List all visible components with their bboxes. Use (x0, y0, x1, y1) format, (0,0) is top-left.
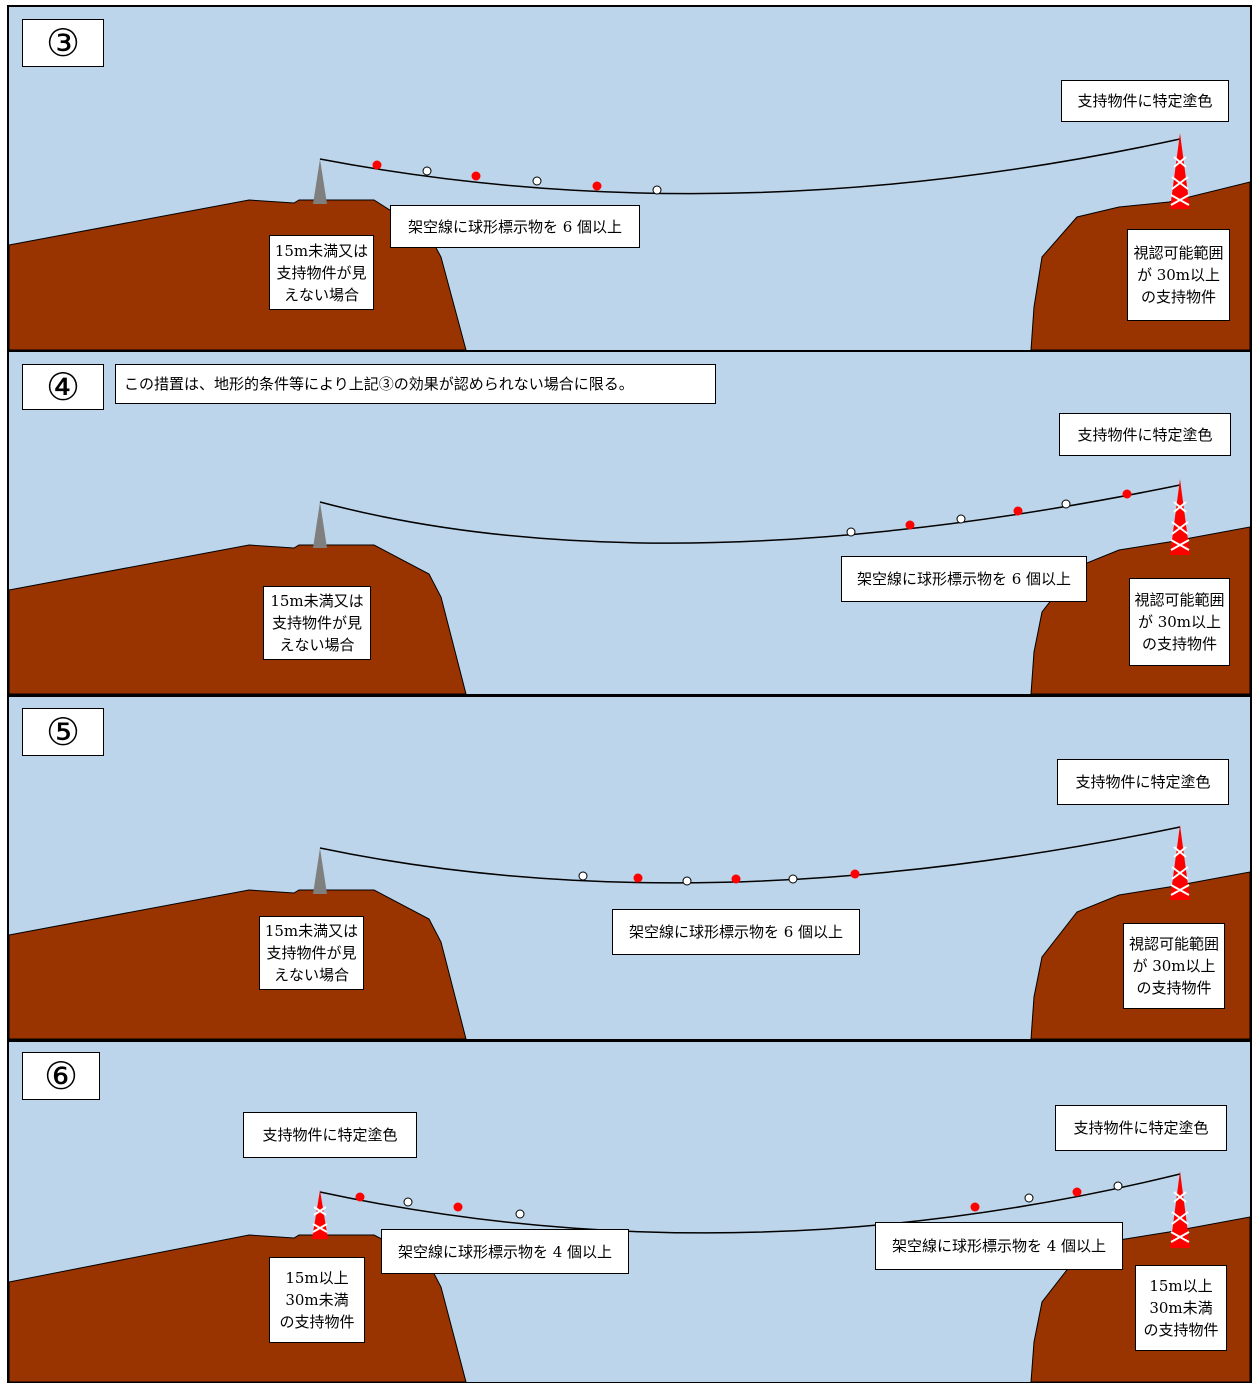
marker-label: 架空線に球形標示物を 6 個以上 (841, 556, 1087, 602)
left-hill (9, 889, 467, 1039)
right-line-markers (970, 1181, 1123, 1212)
line-markers (846, 489, 1132, 537)
left-tower (313, 159, 327, 204)
right-support-label: 視認可能範囲 が 30m以上 の支持物件 (1127, 229, 1230, 321)
right-paint-label: 支持物件に特定塗色 (1059, 413, 1231, 456)
marker-label: 架空線に球形標示物を 6 個以上 (612, 909, 860, 955)
left-paint-label: 支持物件に特定塗色 (243, 1112, 417, 1158)
right-tower-painted (1170, 1171, 1190, 1248)
line-markers (372, 160, 662, 195)
overhead-line (319, 826, 1181, 884)
panel-number: ⑥ (22, 1052, 100, 1100)
left-support-label: 15m未満又は 支持物件が見 えない場合 (263, 586, 371, 660)
left-tower (313, 502, 327, 548)
right-tower-painted (1170, 133, 1190, 209)
panel-4: ④ この措置は、地形的条件等により上記③の効果が認められない場合に限る。 支持物… (7, 350, 1252, 696)
panel-number: ⑤ (22, 708, 104, 756)
left-tower-painted (312, 1190, 328, 1239)
overhead-line (319, 1173, 1181, 1234)
panel-6: ⑥ 支持物件に特定塗色 支持物件に特定塗色 架空線に球形標示物を 4 個以上 架… (7, 1040, 1252, 1383)
right-paint-label: 支持物件に特定塗色 (1061, 80, 1229, 122)
right-support-label: 視認可能範囲 が 30m以上 の支持物件 (1129, 578, 1230, 666)
line-markers (578, 869, 860, 886)
panel-number: ③ (22, 19, 104, 67)
left-marker-label: 架空線に球形標示物を 4 個以上 (381, 1229, 629, 1274)
right-paint-label: 支持物件に特定塗色 (1057, 759, 1229, 805)
overhead-line (319, 484, 1181, 544)
marker-label: 架空線に球形標示物を 6 個以上 (390, 205, 640, 248)
right-marker-label: 架空線に球形標示物を 4 個以上 (875, 1222, 1123, 1270)
left-tower (313, 848, 327, 894)
left-support-label: 15m未満又は 支持物件が見 えない場合 (269, 235, 374, 310)
right-support-label: 視認可能範囲 が 30m以上 の支持物件 (1123, 923, 1225, 1009)
left-support-label: 15m以上 30m未満 の支持物件 (269, 1257, 365, 1343)
panel-3: ③ 支持物件に特定塗色 架空線に球形標示物を 6 個以上 15m未満又は 支持物… (7, 5, 1252, 352)
left-line-markers (355, 1192, 525, 1219)
panel-5-scene (9, 825, 1250, 1039)
left-support-label: 15m未満又は 支持物件が見 えない場合 (259, 916, 364, 990)
right-support-label: 15m以上 30m未満 の支持物件 (1135, 1265, 1227, 1351)
right-paint-label: 支持物件に特定塗色 (1055, 1105, 1227, 1151)
panel-number: ④ (22, 364, 104, 410)
right-tower-painted (1170, 479, 1190, 555)
panel-3-scene (9, 133, 1250, 350)
panel-6-scene (9, 1171, 1250, 1382)
right-tower-painted (1170, 825, 1190, 900)
overhead-line (319, 138, 1181, 195)
note-label: この措置は、地形的条件等により上記③の効果が認められない場合に限る。 (115, 364, 716, 404)
panel-5: ⑤ 支持物件に特定塗色 架空線に球形標示物を 6 個以上 15m未満又は 支持物… (7, 695, 1252, 1041)
left-hill (9, 544, 467, 694)
